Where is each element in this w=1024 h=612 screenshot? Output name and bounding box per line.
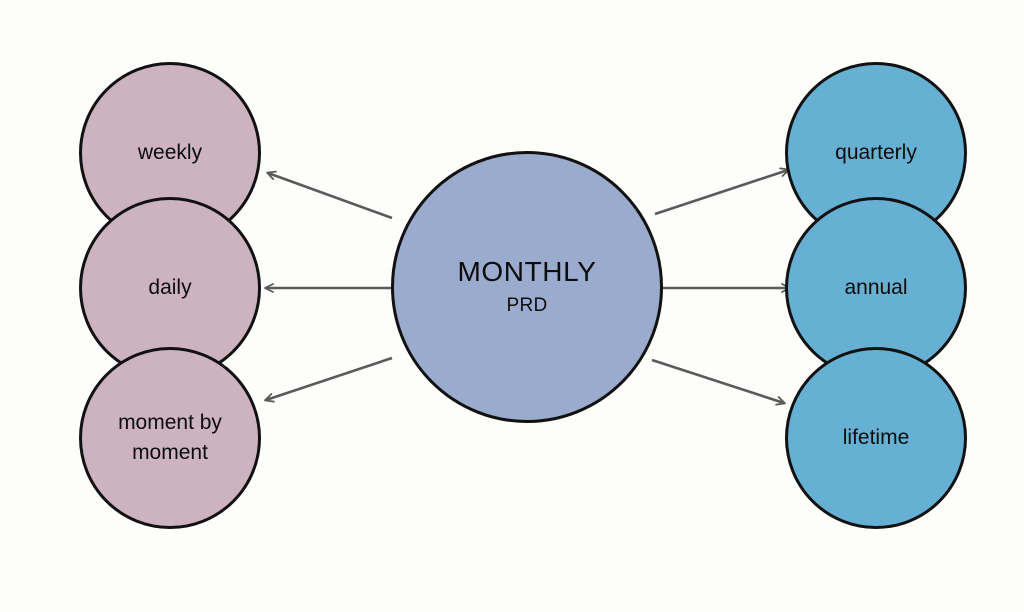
node-daily-label: daily <box>148 276 192 299</box>
edge-monthly-to-lifetime <box>651 358 786 406</box>
node-lifetime-label: lifetime <box>842 426 910 449</box>
node-moment-by-moment[interactable]: moment by moment <box>79 347 261 529</box>
node-lifetime[interactable]: lifetime <box>785 347 967 529</box>
node-moment-by-moment-label: moment by moment <box>118 411 222 464</box>
edge-monthly-to-moment <box>264 356 393 403</box>
node-weekly-label: weekly <box>137 141 203 164</box>
node-monthly-title: MONTHLY <box>457 256 597 287</box>
node-quarterly-label: quarterly <box>835 141 917 164</box>
node-annual[interactable]: annual <box>785 197 967 379</box>
edge-monthly-to-quarterly <box>654 167 790 216</box>
node-monthly-prd[interactable]: MONTHLY PRD <box>391 151 663 423</box>
edge-monthly-to-weekly <box>266 170 393 220</box>
node-monthly-subtitle: PRD <box>506 295 548 316</box>
node-annual-label: annual <box>844 276 908 299</box>
